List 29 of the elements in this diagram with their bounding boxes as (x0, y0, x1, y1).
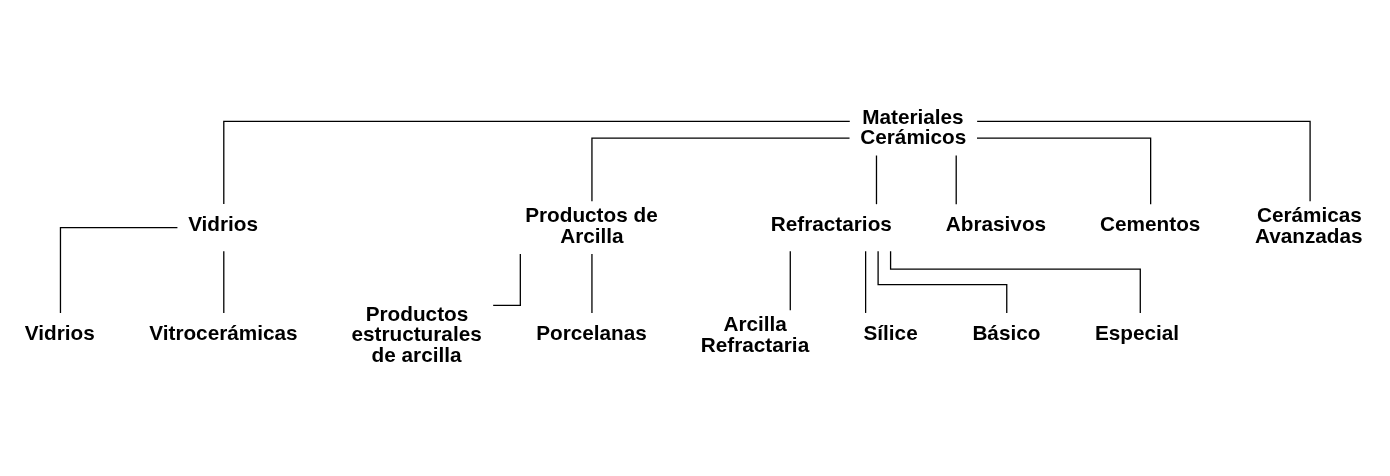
connector (877, 250, 1008, 314)
node-text: Materiales Cerámicos (860, 104, 967, 149)
connector (591, 253, 593, 314)
node-text: Básico (972, 321, 1041, 345)
node-text: Abrasivos (945, 212, 1047, 236)
node-text: Cementos (1100, 212, 1201, 236)
connector (976, 137, 1152, 205)
node-text: Porcelanas (536, 321, 647, 345)
connector (789, 250, 791, 311)
connector (875, 154, 878, 205)
connector (492, 253, 521, 307)
node-text: Productos de Arcilla (525, 203, 658, 247)
node-text: Vidrios (24, 321, 95, 345)
connector (591, 137, 851, 202)
connector (889, 250, 1141, 314)
node-text: Sílice (863, 321, 918, 345)
node-text: Vitrocerámicas (149, 321, 298, 345)
connector (59, 227, 179, 314)
node-text: Refractarios (770, 212, 892, 236)
node-text: Cerámicas Avanzadas (1255, 203, 1363, 247)
node-text: Especial (1094, 321, 1180, 345)
connector (864, 250, 867, 314)
node-text: Vidrios (188, 212, 259, 236)
connector (223, 120, 851, 205)
node-text: Productos estructurales de arcilla (351, 301, 482, 367)
connector (223, 250, 225, 314)
connector (976, 120, 1311, 202)
connector (955, 154, 957, 205)
node-text: Arcilla Refractaria (700, 312, 810, 356)
